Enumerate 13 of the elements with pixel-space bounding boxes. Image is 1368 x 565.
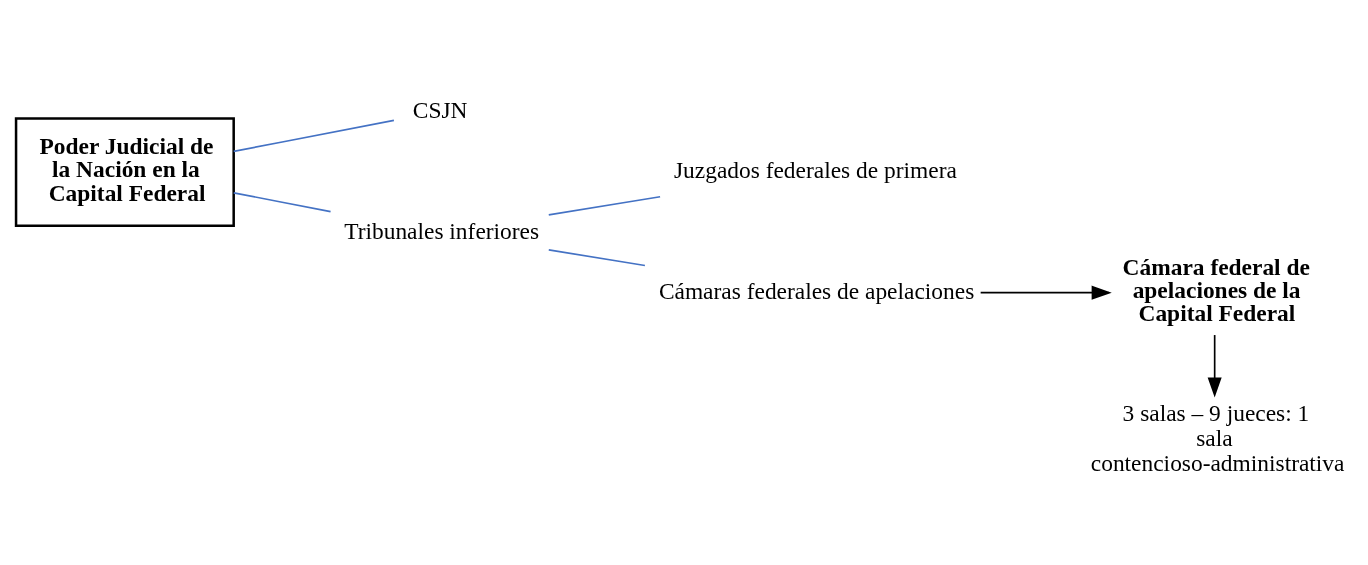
connector xyxy=(547,195,661,216)
arrow xyxy=(1207,333,1222,398)
connector xyxy=(232,191,332,212)
node-text: Juzgados federales de primera xyxy=(673,156,957,183)
node-text: Tribunales inferiores xyxy=(344,217,540,244)
node-text: CSJN xyxy=(412,96,468,123)
node-box: Poder Judicial de la Nación en la Capital Federal xyxy=(14,116,235,227)
node-text: 3 salas – 9 jueces: 1 sala contencioso-administrativa xyxy=(1090,399,1345,476)
arrow xyxy=(979,285,1112,300)
node-text: Cámara federal de apelaciones de la Capital Federal xyxy=(1122,253,1310,326)
node-text: Cámaras federales de apelaciones xyxy=(658,277,975,304)
connector xyxy=(547,248,646,266)
connector xyxy=(232,119,395,152)
